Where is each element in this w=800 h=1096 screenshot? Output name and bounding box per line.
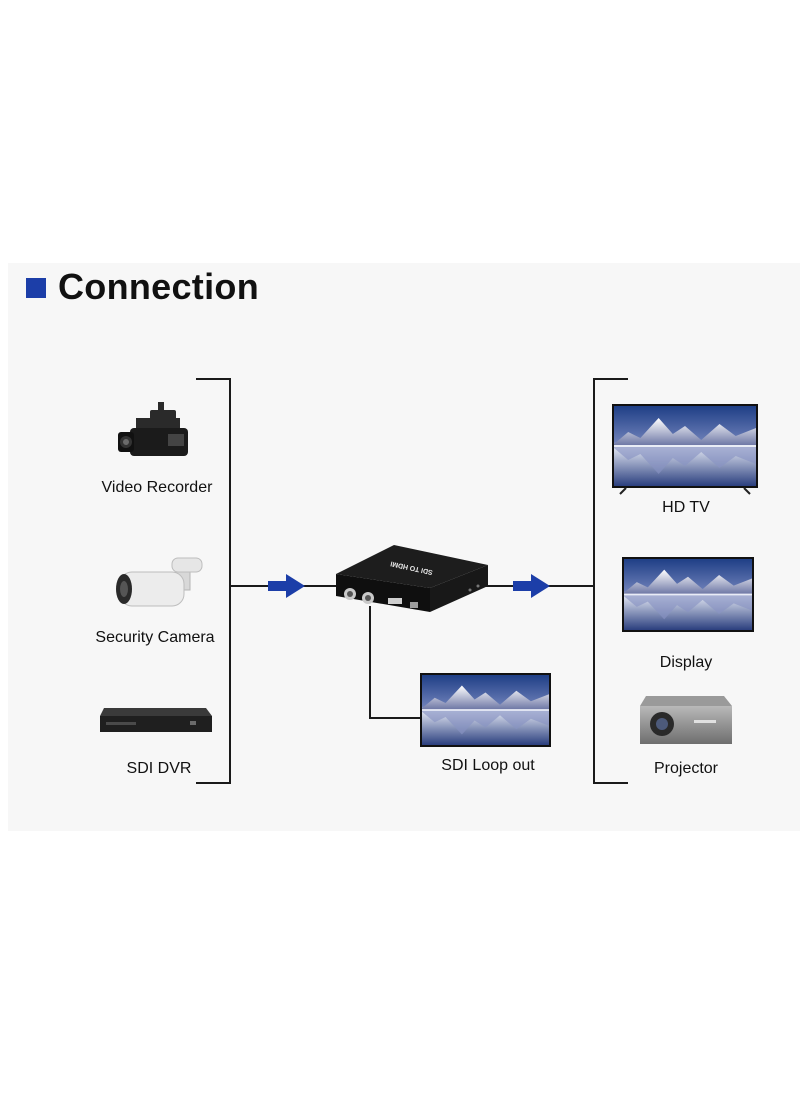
tv-icon [612, 404, 758, 495]
monitor-icon [420, 673, 551, 747]
diagram-title: Connection [58, 266, 259, 307]
source-label-security-camera: Security Camera [95, 629, 214, 646]
input-arrow-icon [268, 574, 305, 598]
display-icon [622, 557, 754, 632]
sdi-to-hdmi-converter-icon: SDI TO HDMI [336, 545, 488, 612]
output-label-projector: Projector [654, 760, 719, 777]
loop-out-label: SDI Loop out [441, 757, 535, 774]
source-label-sdi-dvr: SDI DVR [127, 760, 192, 777]
output-bracket [593, 378, 628, 784]
output-label-hd-tv: HD TV [662, 499, 710, 516]
output-label-display: Display [660, 654, 712, 671]
source-label-video-recorder: Video Recorder [102, 479, 214, 496]
title-square-icon [26, 278, 46, 298]
output-arrow-icon [513, 574, 550, 598]
loop-out-line [369, 606, 420, 719]
sdi-dvr-icon [100, 708, 212, 732]
security-camera-icon [116, 557, 203, 607]
source-bracket [196, 378, 231, 784]
video-recorder-icon [118, 402, 188, 456]
projector-icon [640, 696, 732, 744]
